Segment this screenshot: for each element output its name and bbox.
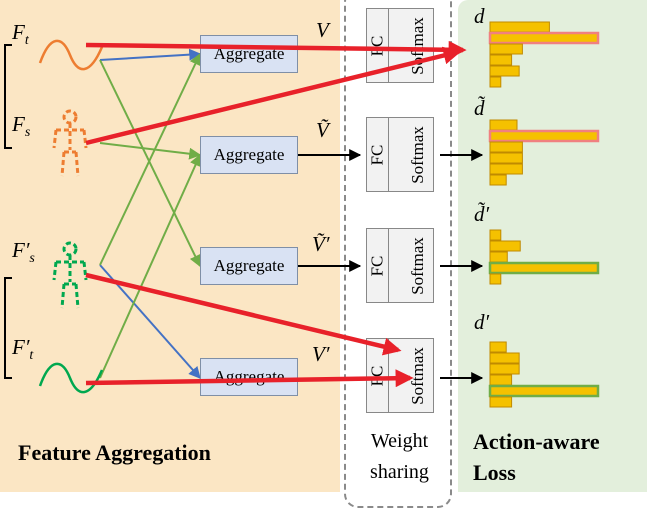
label-v-tilde-prime: Ṽ′ [312,232,330,256]
label-ft: Ft [12,20,29,49]
histogram-bar [489,363,520,375]
weight-sharing-title: Weight sharing [352,426,447,488]
histogram-d [488,21,600,88]
label-d-tilde-prime: d̃′ [474,202,490,226]
temporal-wave-icon-top [38,39,104,71]
skeleton-icon-orange [52,109,88,177]
red-arrow-fs-to-d [85,46,462,146]
fc-softmax-block-2: FC Softmax [366,117,434,192]
red-arrow-ft-to-d [85,40,467,59]
histogram-bar [489,76,502,88]
temporal-wave-icon-bottom [38,362,104,394]
histogram-bar [488,261,600,275]
action-loss-line1: Action-aware [473,429,600,454]
aggregate-box-v-tilde: Aggregate [200,136,298,174]
histogram-d-tilde-prime [488,229,600,285]
histogram-d-prime [488,341,600,408]
histogram-bar [489,163,523,175]
weight-sharing-box [344,0,452,508]
action-loss-line2: Loss [473,460,516,485]
red-arrow-ft-prime [85,369,414,388]
label-fs-prime: F′s [12,238,35,267]
histogram-bar [489,141,523,153]
label-v-tilde: Ṽ [316,118,329,142]
aggregate-box-v-tilde-prime: Aggregate [200,247,298,285]
histogram-bar [489,229,502,241]
red-arrows [85,40,467,388]
skeleton-icon-green [52,241,88,309]
label-v: V [316,18,329,42]
red-arrow-fs-prime [85,272,402,356]
weight-sharing-line1: Weight [370,430,429,452]
histogram-bar [489,352,520,364]
action-aware-loss-title: Action-aware Loss [473,426,600,488]
bracket-top [4,44,12,149]
weight-sharing-line2: sharing [370,461,429,483]
diagram-connectors [4,44,484,384]
histogram-bar [488,31,600,45]
label-d-prime: d′ [474,310,490,334]
histogram-bar [489,396,513,408]
histogram-bar [489,152,523,164]
histogram-bar [489,273,502,285]
fc-cell: FC [367,118,389,191]
label-d-tilde: d̃ [474,96,485,120]
aggregate-box-v-prime: Aggregate [200,358,298,396]
histogram-bar [488,384,600,398]
histogram-bar [489,54,513,66]
feature-aggregation-title: Feature Aggregation [18,440,211,465]
histogram-bar [489,240,521,252]
histogram-bar [489,174,507,186]
feature-aggregation-panel [0,0,340,492]
label-ft-prime: F′t [12,335,34,364]
histogram-bar [488,129,600,143]
label-fs: Fs [12,112,31,141]
fc-cell: FC [367,229,389,302]
fc-cell: FC [367,339,389,412]
histogram-bar [489,43,523,55]
fc-cell: FC [367,9,389,82]
bracket-bottom [4,277,12,379]
fc-softmax-block-3: FC Softmax [366,228,434,303]
histogram-bar [489,341,507,353]
histogram-bar [489,65,520,77]
histogram-d-tilde [488,119,600,186]
label-v-prime: V′ [312,342,330,366]
label-d: d [474,4,485,28]
